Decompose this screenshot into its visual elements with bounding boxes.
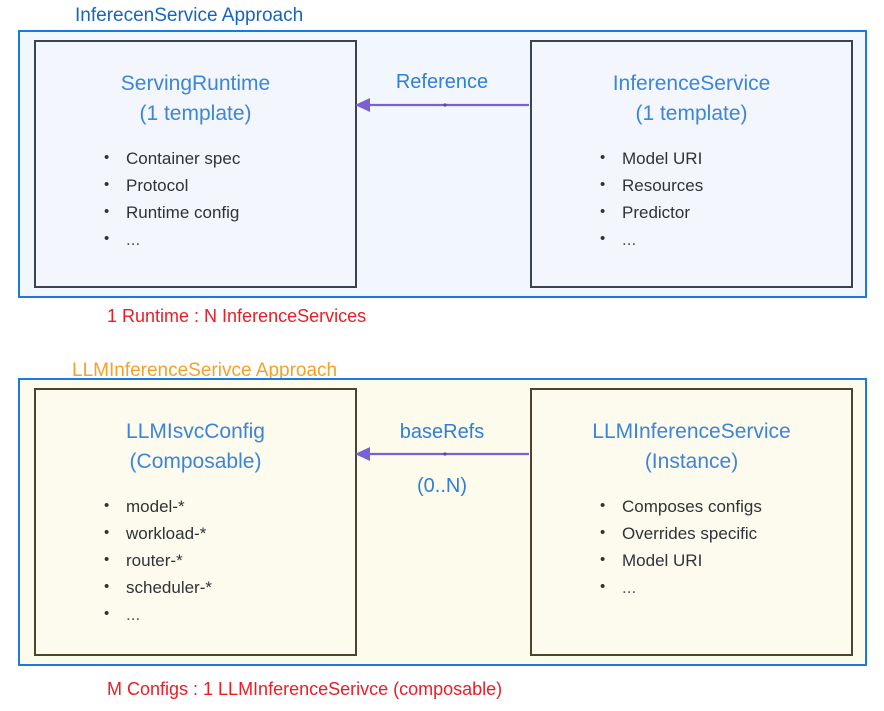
inferenceservice-heading: InferenceService (1 template)	[532, 69, 851, 129]
servingruntime-subtitle: (1 template)	[139, 102, 252, 125]
list-item: Resources	[600, 171, 851, 199]
section-title-inferenceservice: InferecenService Approach	[75, 5, 304, 26]
ratio-caption-inferenceservice: 1 Runtime : N InferenceServices	[107, 306, 367, 326]
list-item: ...	[600, 573, 851, 601]
list-item: Model URI	[600, 144, 851, 172]
list-item: scheduler-*	[104, 573, 355, 601]
servingruntime-bullet-list: Container spec Protocol Runtime config .…	[36, 144, 355, 253]
list-item: Predictor	[600, 198, 851, 226]
inferenceservice-title: InferenceService	[612, 72, 771, 95]
list-item: workload-*	[104, 519, 355, 547]
llmisvcconfig-box[interactable]: LLMIsvcConfig (Composable) model-* workl…	[34, 388, 357, 656]
list-item: ...	[600, 225, 851, 253]
list-item: Overrides specific	[600, 519, 851, 547]
llminferenceservice-heading: LLMInferenceService (Instance)	[532, 417, 851, 477]
llminferenceservice-subtitle: (Instance)	[644, 450, 739, 473]
baserefs-relationship: baseRefs (0..N)	[355, 420, 529, 498]
baserefs-label: baseRefs	[399, 421, 485, 443]
servingruntime-box[interactable]: ServingRuntime (1 template) Container sp…	[34, 40, 357, 288]
list-item: Model URI	[600, 546, 851, 574]
list-item: Container spec	[104, 144, 355, 172]
section-title-llminferenceservice: LLMInferenceSerivce Approach	[72, 360, 338, 381]
inferenceservice-subtitle: (1 template)	[635, 102, 748, 125]
inferenceservice-box[interactable]: InferenceService (1 template) Model URI …	[530, 40, 853, 288]
ratio-caption-llminferenceservice: M Configs : 1 LLMInferenceSerivce (compo…	[107, 679, 503, 699]
llminferenceservice-title: LLMInferenceService	[592, 420, 791, 443]
inferenceservice-bullet-list: Model URI Resources Predictor ...	[532, 144, 851, 253]
list-item: Composes configs	[600, 492, 851, 520]
llminferenceservice-bullet-list: Composes configs Overrides specific Mode…	[532, 492, 851, 601]
servingruntime-heading: ServingRuntime (1 template)	[36, 69, 355, 129]
reference-label: Reference	[395, 71, 489, 93]
list-item: ...	[104, 600, 355, 628]
llminferenceservice-box[interactable]: LLMInferenceService (Instance) Composes …	[530, 388, 853, 656]
reference-arrow-icon	[355, 98, 529, 112]
llmisvcconfig-title: LLMIsvcConfig	[126, 420, 265, 443]
reference-relationship: Reference	[355, 70, 529, 122]
baserefs-arrow-icon	[355, 447, 529, 461]
list-item: Protocol	[104, 171, 355, 199]
llmisvcconfig-bullet-list: model-* workload-* router-* scheduler-* …	[36, 492, 355, 628]
list-item: ...	[104, 225, 355, 253]
llmisvcconfig-heading: LLMIsvcConfig (Composable)	[36, 417, 355, 477]
list-item: model-*	[104, 492, 355, 520]
baserefs-cardinality-label: (0..N)	[417, 475, 467, 497]
list-item: Runtime config	[104, 198, 355, 226]
llminferenceservice-approach-container: LLMIsvcConfig (Composable) model-* workl…	[18, 378, 867, 666]
servingruntime-title: ServingRuntime	[120, 72, 271, 95]
llmisvcconfig-subtitle: (Composable)	[129, 450, 262, 473]
list-item: router-*	[104, 546, 355, 574]
inferenceservice-approach-container: ServingRuntime (1 template) Container sp…	[18, 30, 867, 298]
